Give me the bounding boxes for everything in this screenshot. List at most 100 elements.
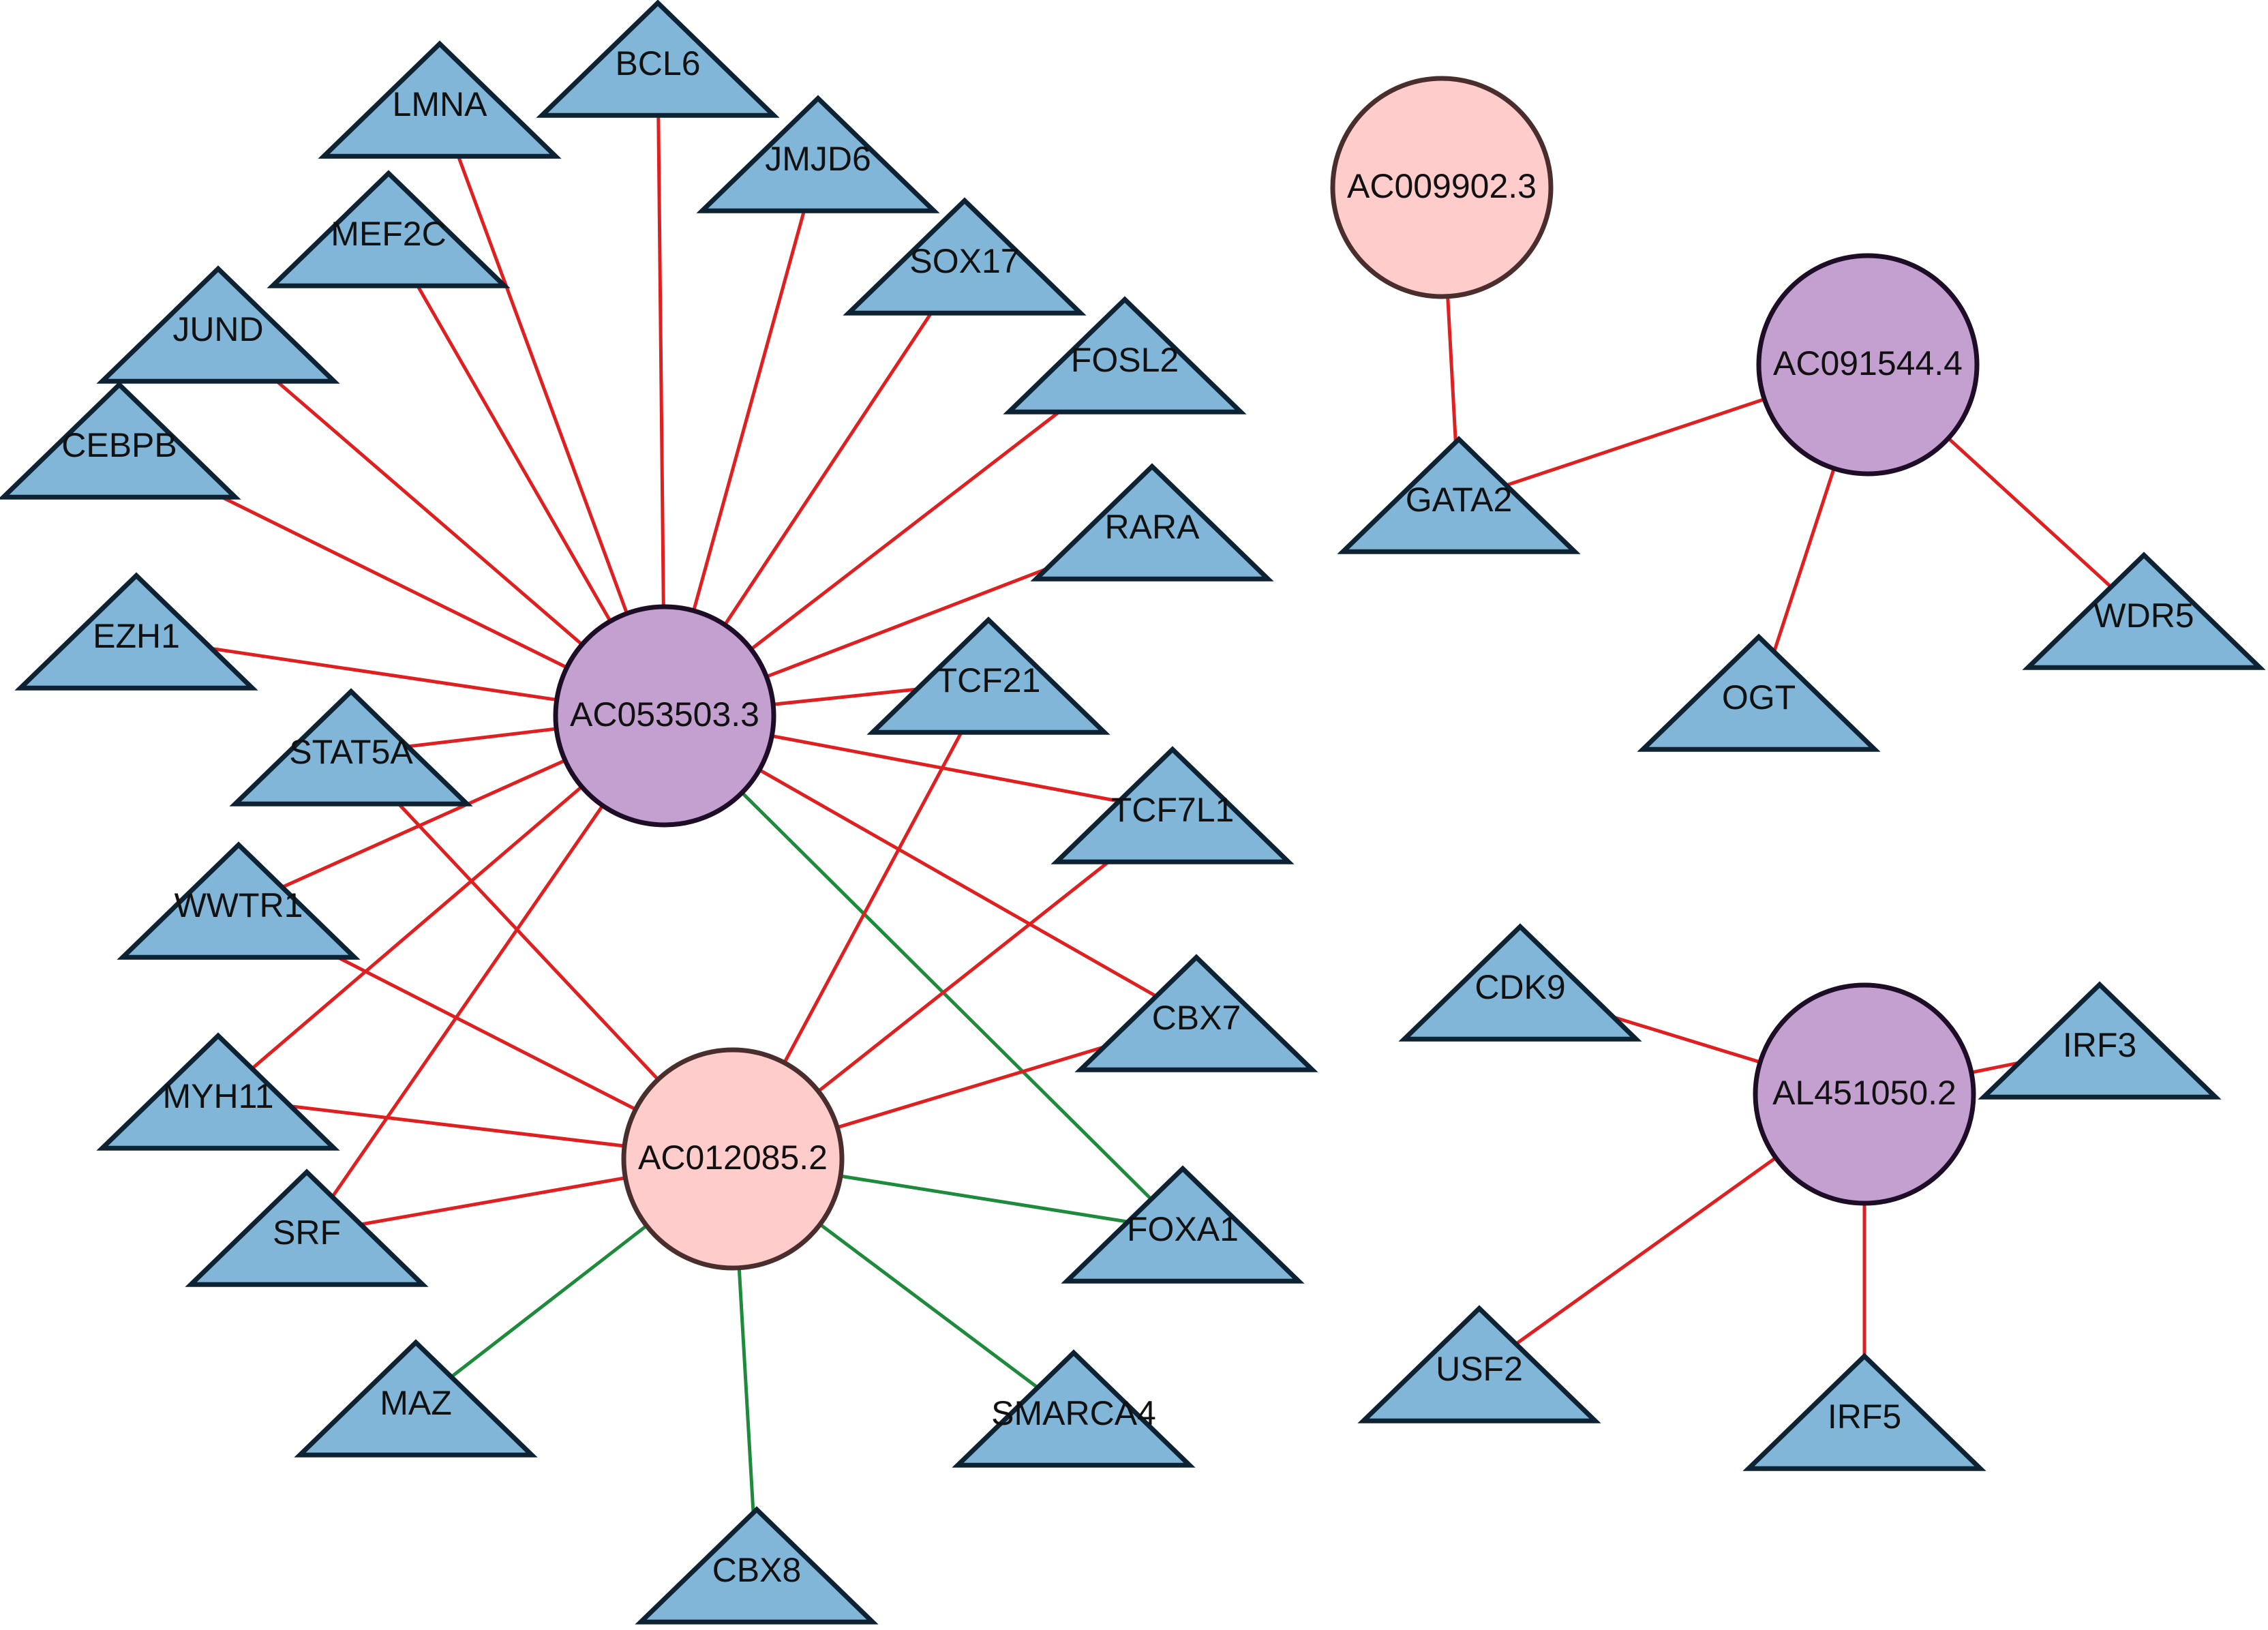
gene-triangle-shape <box>0 381 241 500</box>
gene-label: EZH1 <box>93 617 180 655</box>
gene-node-OGT[interactable]: OGT <box>1637 633 1881 752</box>
gene-label: CEBPB <box>61 426 177 464</box>
gene-node-EZH1[interactable]: EZH1 <box>14 572 258 691</box>
gene-triangle-shape <box>696 95 940 213</box>
gene-triangle-shape <box>952 1349 1196 1468</box>
gene-node-MYH11[interactable]: MYH11 <box>96 1032 340 1151</box>
gene-triangle-shape <box>1003 296 1247 414</box>
gene-triangle-shape <box>536 0 780 118</box>
gene-triangle-shape <box>2022 552 2266 670</box>
gene-node-SMARCA4[interactable]: SMARCA4 <box>952 1349 1196 1468</box>
gene-node-TCF7L1[interactable]: TCF7L1 <box>1050 746 1295 864</box>
gene-node-IRF3[interactable]: IRF3 <box>1978 981 2222 1100</box>
gene-label: CDK9 <box>1475 968 1565 1006</box>
lncrna-node-AC012085.2[interactable]: AC012085.2 <box>621 1047 845 1271</box>
gene-label: IRF5 <box>1828 1398 1901 1436</box>
gene-node-CBX8[interactable]: CBX8 <box>635 1506 879 1625</box>
lncrna-circle-shape <box>1756 253 1980 477</box>
gene-node-RARA[interactable]: RARA <box>1030 463 1274 582</box>
gene-triangle-shape <box>185 1168 429 1287</box>
gene-triangle-shape <box>96 1032 340 1151</box>
gene-triangle-shape <box>1337 436 1581 554</box>
gene-node-WWTR1[interactable]: WWTR1 <box>117 841 361 960</box>
gene-triangle-shape <box>1742 1353 1986 1471</box>
gene-triangle-shape <box>229 688 473 806</box>
gene-node-TCF21[interactable]: TCF21 <box>866 616 1110 735</box>
lncrna-node-AC053503.3[interactable]: AC053503.3 <box>553 604 776 828</box>
gene-label: SRF <box>273 1213 341 1252</box>
gene-triangle-shape <box>1357 1305 1601 1423</box>
lncrna-circle-shape <box>553 604 776 828</box>
gene-node-WDR5[interactable]: WDR5 <box>2022 552 2266 670</box>
lncrna-label: AC009902.3 <box>1347 167 1537 205</box>
gene-node-MEF2C[interactable]: MEF2C <box>267 170 511 288</box>
lncrna-label: AC053503.3 <box>570 695 759 734</box>
edge-AC053503.3-FOXA1 <box>663 714 1184 1232</box>
lncrna-label: AL451050.2 <box>1772 1074 1956 1112</box>
gene-triangle-shape <box>843 197 1087 316</box>
gene-triangle-shape <box>1061 1165 1305 1284</box>
gene-triangle-shape <box>1398 923 1642 1042</box>
lncrna-circle-shape <box>1330 76 1554 299</box>
gene-label: OGT <box>1722 678 1796 716</box>
gene-node-STAT5A[interactable]: STAT5A <box>229 688 473 806</box>
gene-label: CBX8 <box>712 1551 802 1589</box>
gene-label: TCF7L1 <box>1111 791 1235 829</box>
gene-node-CDK9[interactable]: CDK9 <box>1398 923 1642 1042</box>
gene-label: JMJD6 <box>765 140 871 178</box>
gene-label: USF2 <box>1436 1350 1523 1388</box>
gene-triangle-shape <box>14 572 258 691</box>
lncrna-node-AC009902.3[interactable]: AC009902.3 <box>1330 76 1554 299</box>
gene-triangle-shape <box>117 841 361 960</box>
gene-node-SRF[interactable]: SRF <box>185 1168 429 1287</box>
gene-triangle-shape <box>635 1506 879 1625</box>
gene-triangle-shape <box>1050 746 1295 864</box>
gene-node-JMJD6[interactable]: JMJD6 <box>696 95 940 213</box>
gene-triangle-shape <box>1030 463 1274 582</box>
gene-triangle-shape <box>318 40 562 159</box>
gene-label: CBX7 <box>1152 999 1241 1037</box>
gene-label: TCF21 <box>937 661 1041 699</box>
gene-label: MAZ <box>380 1384 452 1422</box>
gene-label: FOSL2 <box>1071 341 1179 379</box>
gene-node-FOSL2[interactable]: FOSL2 <box>1003 296 1247 414</box>
gene-node-GATA2[interactable]: GATA2 <box>1337 436 1581 554</box>
gene-triangle-shape <box>1074 954 1318 1072</box>
gene-label: MEF2C <box>331 215 446 253</box>
gene-node-JUND[interactable]: JUND <box>96 265 340 384</box>
gene-label: BCL6 <box>615 44 700 82</box>
gene-label: SMARCA4 <box>991 1394 1156 1432</box>
lncrna-node-AL451050.2[interactable]: AL451050.2 <box>1753 982 1976 1206</box>
gene-label: GATA2 <box>1406 481 1513 519</box>
gene-label: IRF3 <box>2063 1026 2136 1064</box>
gene-node-IRF5[interactable]: IRF5 <box>1742 1353 1986 1471</box>
gene-node-CEBPB[interactable]: CEBPB <box>0 381 241 500</box>
lncrna-label: AC012085.2 <box>638 1138 828 1177</box>
gene-triangle-shape <box>866 616 1110 735</box>
gene-node-SOX17[interactable]: SOX17 <box>843 197 1087 316</box>
gene-label: WWTR1 <box>175 886 303 924</box>
gene-triangle-shape <box>1978 981 2222 1100</box>
gene-node-USF2[interactable]: USF2 <box>1357 1305 1601 1423</box>
gene-label: WDR5 <box>2093 597 2194 635</box>
gene-label: SOX17 <box>909 242 1019 280</box>
gene-triangle-shape <box>294 1339 538 1458</box>
gene-label: LMNA <box>393 85 488 123</box>
gene-node-BCL6[interactable]: BCL6 <box>536 0 780 118</box>
gene-triangle-shape <box>96 265 340 384</box>
gene-label: JUND <box>172 310 263 348</box>
lncrna-node-AC091544.4[interactable]: AC091544.4 <box>1756 253 1980 477</box>
lncrna-label: AC091544.4 <box>1773 344 1963 382</box>
gene-node-MAZ[interactable]: MAZ <box>294 1339 538 1458</box>
gene-label: STAT5A <box>289 733 413 771</box>
lncrna-circle-shape <box>1753 982 1976 1206</box>
gene-label: MYH11 <box>162 1077 273 1115</box>
lncrna-circle-shape <box>621 1047 845 1271</box>
gene-node-CBX7[interactable]: CBX7 <box>1074 954 1318 1072</box>
gene-triangle-shape <box>1637 633 1881 752</box>
gene-label: FOXA1 <box>1127 1210 1239 1248</box>
gene-node-FOXA1[interactable]: FOXA1 <box>1061 1165 1305 1284</box>
gene-node-LMNA[interactable]: LMNA <box>318 40 562 159</box>
